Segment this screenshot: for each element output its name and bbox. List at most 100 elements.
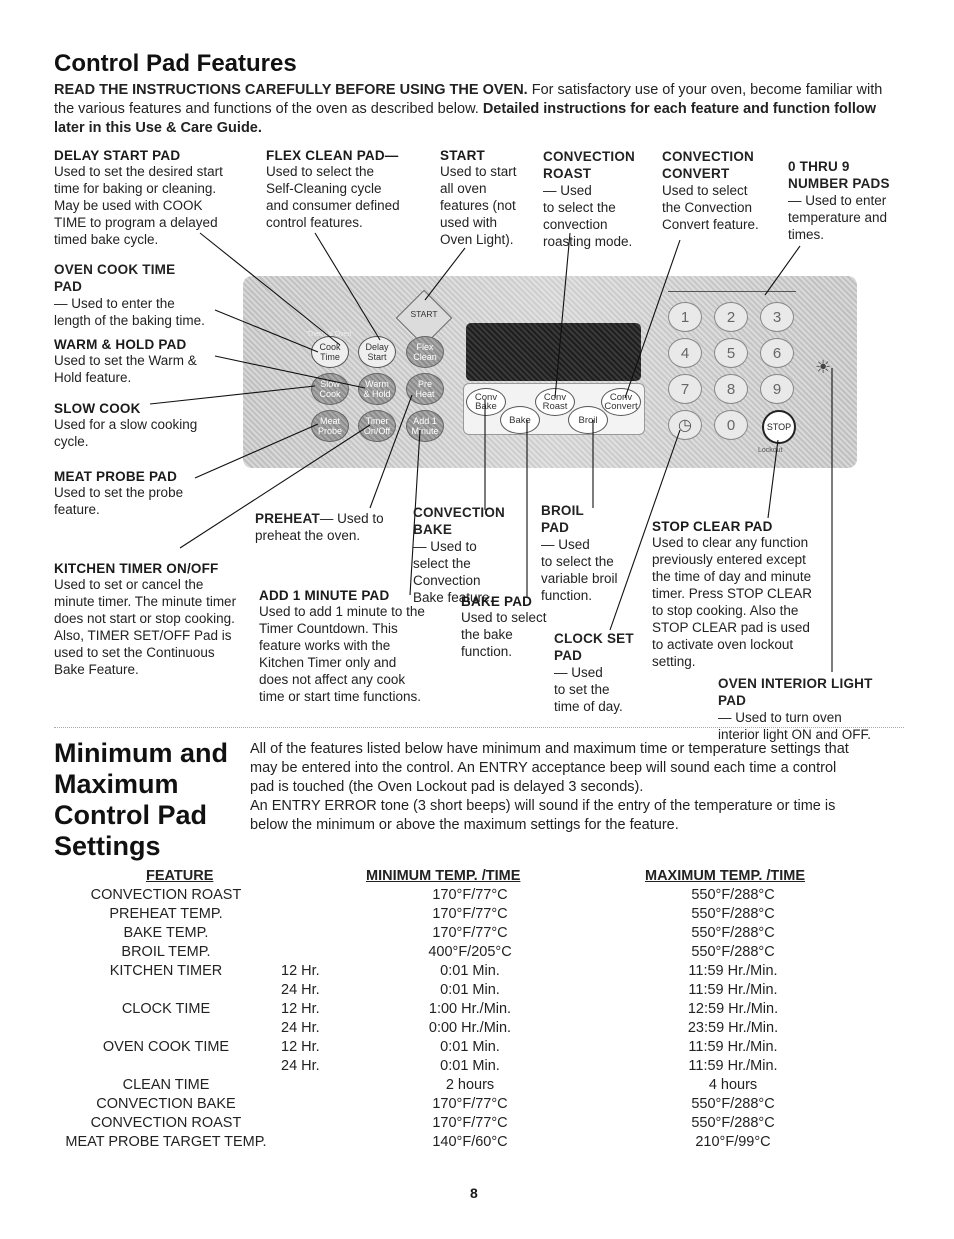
bake-pad[interactable]: Bake [500,406,540,434]
callout-warm-hold: WARM & HOLD PAD Used to set the Warm & H… [54,337,197,386]
table-cell-max: 550°F/288°C [691,944,775,960]
minmax-intro-text: All of the features listed below have mi… [250,741,849,833]
broil-pad[interactable]: Broil [568,406,608,434]
number-pad-5[interactable]: 5 [714,338,748,368]
number-pad-1[interactable]: 1 [668,302,702,332]
callout-delay-start-body: Used to set the desired start time for b… [54,164,223,247]
table-cell-min: 0:00 Hr./Min. [428,1020,512,1036]
col-header-min: MINIMUM TEMP. /TIME [366,868,521,884]
col-header-feature: FEATURE [146,868,214,884]
preheat-pad[interactable]: Pre Heat [406,373,444,405]
stop-clear-button[interactable]: STOP [762,410,796,444]
callout-oven-cook-time: OVEN COOK TIME PAD — Used to enter the l… [54,261,205,329]
callout-stop-clear: STOP CLEAR PAD Used to clear any functio… [652,519,812,670]
table-cell-max: 550°F/288°C [691,887,775,903]
table-cell-min: 0:01 Min. [440,963,500,979]
table-cell-min: 2 hours [445,1077,495,1093]
callout-delay-start-title: DELAY START PAD [54,148,181,163]
callout-kitchen-timer-body: Used to set or cancel the minute timer. … [54,577,237,677]
warm-hold-pad[interactable]: Warm & Hold [358,373,396,405]
table-cell-min: 170°F/77°C [432,1115,508,1131]
table-cell-min: 0:01 Min. [440,1039,500,1055]
callout-stop-clear-body: Used to clear any function previously en… [652,535,813,669]
callout-interior-light: OVEN INTERIOR LIGHT PAD — Used to turn o… [718,675,873,743]
callout-delay-start: DELAY START PAD Used to set the desired … [54,148,223,248]
callout-convection-convert-title: CONVECTION CONVERT [662,149,755,181]
callout-add-minute: ADD 1 MINUTE PAD Used to add 1 minute to… [259,588,425,705]
table-cell-min: 170°F/77°C [432,1096,508,1112]
callout-meat-probe-body: Used to set the probe feature. [54,485,184,517]
callout-convection-bake-title: CONVECTION BAKE [413,505,506,537]
conv-roast-pad[interactable]: Conv Roast [535,388,575,416]
table-cell-feature: CONVECTION ROAST [90,1115,242,1131]
conv-convert-pad[interactable]: Conv Convert [601,388,641,416]
callout-preheat-body: — Used to preheat the oven. [255,511,384,543]
table-cell-max: 550°F/288°C [691,925,775,941]
number-pad-0[interactable]: 0 [714,410,748,440]
callout-number-pads-body: — Used to enter temperature and times. [788,193,888,242]
intro-paragraph: READ THE INSTRUCTIONS CAREFULLY BEFORE U… [54,81,904,138]
callout-broil-body: — Used to select the variable broil func… [541,537,618,603]
table-cell-feature: BROIL TEMP. [121,944,211,960]
start-button-label: START [410,309,438,319]
callout-convection-bake-body: — Used to select the Convection Bake fea… [413,539,494,605]
page-title: Control Pad Features [54,50,297,77]
callout-add-minute-title: ADD 1 MINUTE PAD [259,588,390,603]
table-cell-max: 550°F/288°C [691,1115,775,1131]
callout-oven-cook-time-body: — Used to enter the length of the baking… [54,296,205,328]
callout-bake-pad: BAKE PAD Used to select the bake functio… [461,594,547,660]
number-pad-9[interactable]: 9 [760,374,794,404]
col-header-max: MAXIMUM TEMP. /TIME [645,868,806,884]
number-pad-2[interactable]: 2 [714,302,748,332]
table-cell-max: 210°F/99°C [695,1134,771,1150]
table-cell-min: 400°F/205°C [428,944,512,960]
table-cell-min: 170°F/77°C [432,887,508,903]
callout-interior-light-title: OVEN INTERIOR LIGHT PAD [718,676,873,708]
intro-bold-tail: Detailed instructions for each feature a… [54,101,876,136]
meat-probe-pad[interactable]: Meat Probe [311,410,349,442]
lockout-label: Lockout [758,447,783,454]
callout-number-pads-title: 0 THRU 9 NUMBER PADS [788,159,890,191]
callout-start-title: START [440,148,485,163]
callout-stop-clear-title: STOP CLEAR PAD [652,519,773,534]
conv-bake-pad[interactable]: Conv Bake [466,388,506,416]
clock-icon[interactable]: ◷ [668,410,702,440]
callout-warm-hold-title: WARM & HOLD PAD [54,337,187,352]
table-cell-min: 0:01 Min. [440,1058,500,1074]
table-cell-feature: BAKE TEMP. [123,925,209,941]
number-pad-4[interactable]: 4 [668,338,702,368]
callout-oven-cook-time-title: OVEN COOK TIME PAD [54,262,176,294]
number-pad-8[interactable]: 8 [714,374,748,404]
callout-start-body: Used to start all oven features (not use… [440,164,517,247]
table-cell-mode: 12 Hr. [281,1001,320,1017]
number-pad-6[interactable]: 6 [760,338,794,368]
callout-flex-clean-title: FLEX CLEAN PAD— [266,148,399,163]
panel-display [466,323,641,381]
callout-slow-cook-title: SLOW COOK [54,401,141,416]
callout-bake-pad-body: Used to select the bake function. [461,610,547,659]
number-pad-7[interactable]: 7 [668,374,702,404]
add-minute-pad[interactable]: Add 1 Minute [406,410,444,442]
flex-clean-pad[interactable]: Flex Clean [406,336,444,368]
intro-bold-lead: READ THE INSTRUCTIONS CAREFULLY BEFORE U… [54,82,528,98]
table-cell-feature: CONVECTION BAKE [96,1096,236,1112]
light-bulb-icon[interactable]: ☀ [815,357,832,377]
callout-broil: BROIL PAD — Used to select the variable … [541,502,618,604]
callout-clock-set-body: — Used to set the time of day. [554,665,623,714]
callout-slow-cook-body: Used for a slow cooking cycle. [54,417,198,449]
timer-pad[interactable]: Timer On/Off [358,410,396,442]
callout-convection-convert-body: Used to select the Convection Convert fe… [662,183,759,232]
cook-time-pad[interactable]: Cook Time [311,336,349,368]
table-cell-max: 550°F/288°C [691,1096,775,1112]
slow-cook-pad[interactable]: Slow Cook [311,373,349,405]
callout-flex-clean: FLEX CLEAN PAD— Used to select the Self-… [266,148,400,231]
number-pad-3[interactable]: 3 [760,302,794,332]
table-cell-max: 11:59 Hr./Min. [688,1039,778,1055]
callout-convection-roast: CONVECTION ROAST — Used to select the co… [543,148,635,250]
callout-kitchen-timer-title: KITCHEN TIMER ON/OFF [54,561,219,576]
table-cell-feature: MEAT PROBE TARGET TEMP. [65,1134,267,1150]
callout-convection-bake: CONVECTION BAKE — Used to select the Con… [413,504,505,606]
callout-slow-cook: SLOW COOK Used for a slow cooking cycle. [54,401,197,450]
callout-convection-convert: CONVECTION CONVERT Used to select the Co… [662,148,759,233]
delay-start-pad[interactable]: Delay Start [358,336,396,368]
